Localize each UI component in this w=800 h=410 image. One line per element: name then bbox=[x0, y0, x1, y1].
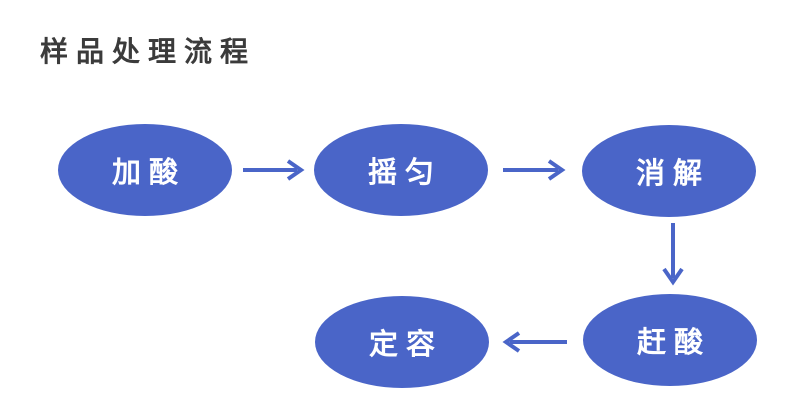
arrow-digestion-to-drive-acid bbox=[662, 223, 684, 286]
flow-node-digestion: 消解 bbox=[582, 125, 756, 217]
arrow-drive-acid-to-fix-volume bbox=[502, 331, 567, 353]
flow-node-digestion-label: 消解 bbox=[635, 158, 710, 190]
flow-node-shake-even: 摇匀 bbox=[314, 124, 488, 216]
page-title: 样品处理流程 bbox=[40, 36, 257, 67]
flow-node-add-acid: 加酸 bbox=[58, 124, 232, 216]
flow-node-add-acid-label: 加酸 bbox=[111, 157, 186, 189]
flow-node-drive-acid: 赶酸 bbox=[583, 294, 757, 386]
arrow-add-acid-to-shake bbox=[243, 159, 305, 181]
flow-node-shake-even-label: 摇匀 bbox=[367, 157, 442, 189]
flow-node-fix-volume: 定容 bbox=[315, 296, 489, 388]
arrow-shake-to-digestion bbox=[503, 159, 566, 181]
flow-node-drive-acid-label: 赶酸 bbox=[636, 327, 711, 359]
flow-node-fix-volume-label: 定容 bbox=[368, 329, 443, 361]
